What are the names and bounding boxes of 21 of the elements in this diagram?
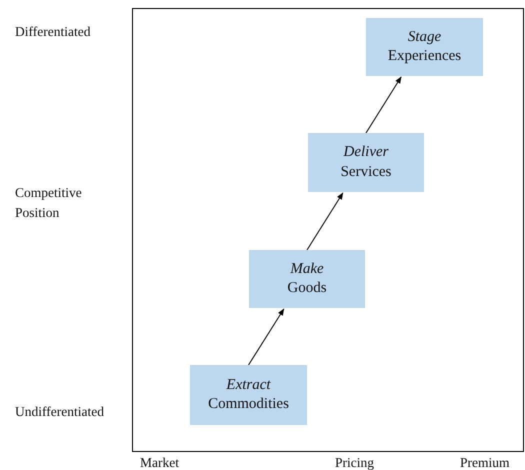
stage-offering: Experiences [388, 47, 462, 66]
stage-box [249, 250, 365, 308]
axis-label: Differentiated [15, 23, 90, 41]
stage-verb: Deliver [344, 143, 388, 162]
axis-label: Competitive Position [15, 184, 83, 222]
stage-box [366, 18, 483, 76]
axis-label: Pricing [335, 454, 374, 470]
axis-label: Premium [460, 454, 510, 470]
stage-verb: Stage [408, 28, 442, 46]
arrow [306, 192, 344, 250]
stage-offering: Goods [287, 279, 327, 298]
stage-offering: Services [340, 162, 392, 182]
axis-label: Market [140, 454, 179, 470]
stage-verb: Extract [226, 376, 271, 394]
stage-verb: Make [290, 260, 324, 278]
stage-offering: Commodities [208, 395, 289, 414]
stage-box [308, 133, 424, 192]
axis-label: Undifferentiated [15, 403, 104, 421]
stage-box [190, 365, 307, 425]
arrow [366, 76, 402, 134]
arrow [248, 308, 284, 366]
